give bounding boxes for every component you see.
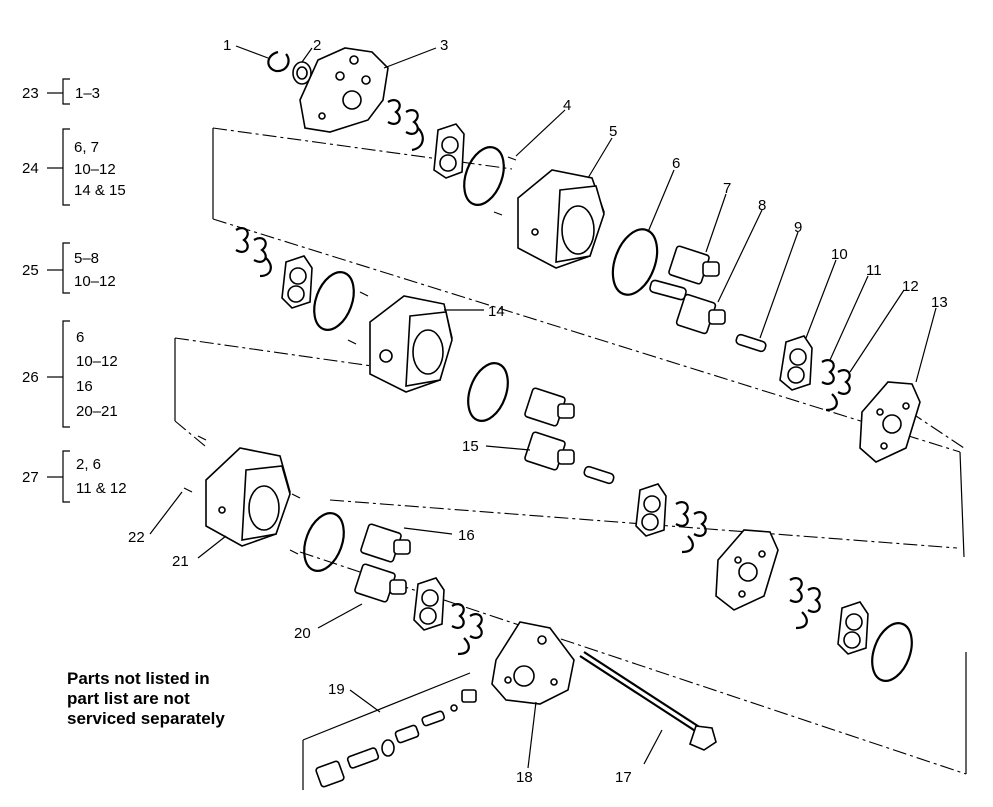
part-seal-set-middle xyxy=(675,501,707,554)
part-o-ring-middle xyxy=(467,362,509,422)
callout-10: 10 xyxy=(831,246,848,263)
callout-19: 19 xyxy=(328,681,345,698)
part-18-port-cover xyxy=(491,621,575,705)
part-o-ring-upper xyxy=(463,146,505,206)
kit-27-number: 27 xyxy=(22,469,39,486)
kit-24: 24 6, 7 10–12 14 & 15 xyxy=(22,128,126,206)
part-8-drive-shaft xyxy=(649,279,726,335)
callout-4: 4 xyxy=(563,97,571,114)
kit-23-line-1: 1–3 xyxy=(75,85,100,102)
part-17-bolt xyxy=(579,651,717,751)
kit-24-line-3: 14 & 15 xyxy=(74,182,126,199)
part-bearing-block-lower-right xyxy=(837,601,869,655)
part-bearing-block-lower-left xyxy=(413,577,445,631)
callout-9: 9 xyxy=(794,219,802,236)
kit-24-line-1: 6, 7 xyxy=(74,139,99,156)
kit-26-line-1: 6 xyxy=(76,329,84,346)
part-seal-set-left xyxy=(235,227,272,278)
part-11-12-seals xyxy=(821,359,851,412)
kit-25: 25 5–8 10–12 xyxy=(22,242,116,294)
kit-legend: 23 1–3 24 6, 7 10–12 14 & 15 25 5–8 10–1… xyxy=(22,78,127,503)
kit-26-number: 26 xyxy=(22,369,39,386)
part-15-gears xyxy=(524,387,615,485)
part-3-mounting-flange xyxy=(299,47,389,133)
kit-26: 26 6 10–12 16 20–21 xyxy=(22,320,118,428)
kit-27-line-2: 11 & 12 xyxy=(76,480,127,497)
part-seal-set-lower-left xyxy=(451,603,483,656)
kit-25-line-1: 5–8 xyxy=(74,250,99,267)
part-5-gear-housing xyxy=(517,169,605,269)
callout-21: 21 xyxy=(172,553,189,570)
callout-2: 2 xyxy=(313,37,321,54)
part-20-gear xyxy=(354,563,407,603)
part-19-relief-valve xyxy=(315,689,477,788)
callout-7: 7 xyxy=(723,180,731,197)
part-14-gear-housing xyxy=(347,291,453,393)
callout-22: 22 xyxy=(128,529,145,546)
callout-11: 11 xyxy=(866,262,882,279)
part-21-gear-housing xyxy=(205,447,291,547)
kit-27-line-1: 2, 6 xyxy=(76,456,101,473)
callout-20: 20 xyxy=(294,625,311,642)
note-line-1: Parts not listed in xyxy=(67,669,210,688)
part-o-ring-lower-left xyxy=(303,512,345,572)
callout-5: 5 xyxy=(609,123,617,140)
callout-16: 16 xyxy=(458,527,475,544)
part-6-o-ring xyxy=(611,228,659,296)
callout-6: 6 xyxy=(672,155,680,172)
note-line-3: serviced separately xyxy=(67,709,225,728)
kit-25-line-2: 10–12 xyxy=(74,273,116,290)
leader-lines xyxy=(149,45,937,769)
part-7-drive-gear xyxy=(668,245,720,285)
part-2-shaft-seal xyxy=(292,61,312,85)
part-22-dowel-pins xyxy=(183,435,301,555)
callout-numbers: 1 2 3 4 5 6 7 8 9 10 11 12 13 14 15 16 1… xyxy=(128,37,948,786)
kit-26-line-2: 10–12 xyxy=(76,353,118,370)
kit-23-number: 23 xyxy=(22,85,39,102)
part-seal-set-upper xyxy=(387,99,424,152)
part-16-gear xyxy=(360,523,411,563)
callout-1: 1 xyxy=(223,37,231,54)
callout-13: 13 xyxy=(931,294,948,311)
part-10-bearing-block xyxy=(779,335,813,391)
kit-27: 27 2, 6 11 & 12 xyxy=(22,450,127,503)
kit-26-line-4: 20–21 xyxy=(76,403,118,420)
part-13-end-cover xyxy=(859,381,921,463)
note-line-2: part list are not xyxy=(67,689,190,708)
callout-3: 3 xyxy=(440,37,448,54)
callout-8: 8 xyxy=(758,197,766,214)
part-bearing-block-upper xyxy=(433,123,465,179)
assembly-centerlines xyxy=(174,127,967,790)
part-bearing-block-middle xyxy=(635,483,667,537)
callout-18: 18 xyxy=(516,769,533,786)
kit-25-number: 25 xyxy=(22,262,39,279)
kit-26-line-3: 16 xyxy=(76,378,93,395)
service-note: Parts not listed in part list are not se… xyxy=(67,669,225,728)
part-seal-set-lower-right xyxy=(789,577,821,630)
part-cover-plate-middle xyxy=(715,529,779,611)
part-bearing-block-left xyxy=(281,255,313,309)
callout-14: 14 xyxy=(488,303,505,320)
callout-17: 17 xyxy=(615,769,632,786)
callout-12: 12 xyxy=(902,278,919,295)
part-4-dowel-pins xyxy=(493,156,517,216)
kit-23: 23 1–3 xyxy=(22,78,100,105)
kit-24-line-2: 10–12 xyxy=(74,161,116,178)
kit-24-number: 24 xyxy=(22,160,39,177)
part-1-snap-ring xyxy=(267,50,290,73)
part-9-spring xyxy=(735,333,767,353)
part-o-ring-left xyxy=(313,271,355,331)
part-o-ring-lower-right xyxy=(871,622,913,682)
callout-15: 15 xyxy=(462,438,479,455)
